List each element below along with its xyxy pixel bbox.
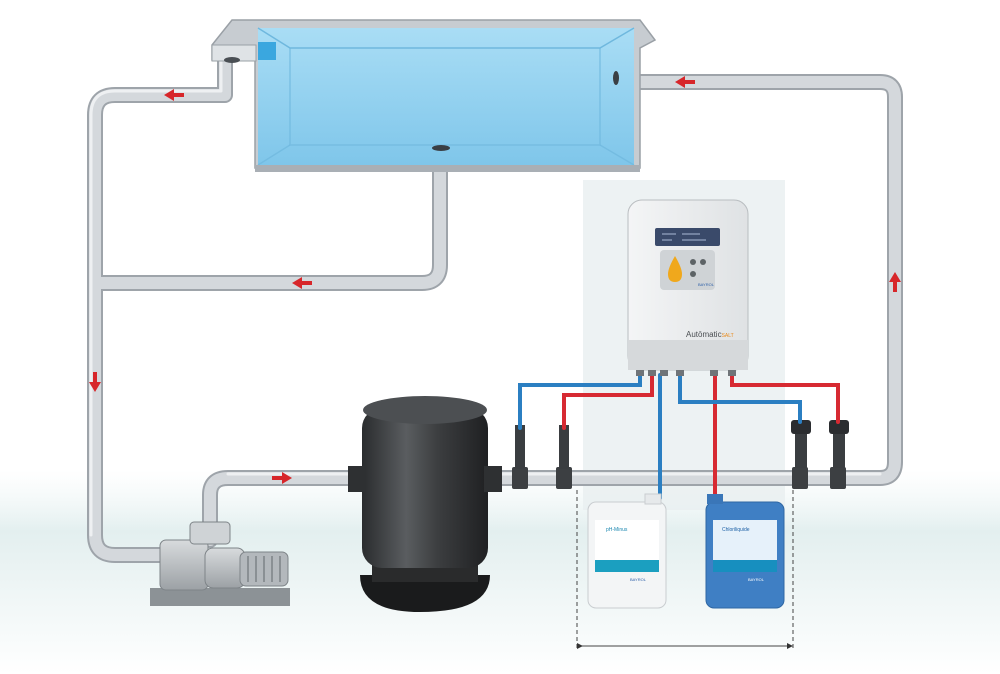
- canister-chloriliquide: Chloriliquide BAYROL: [705, 494, 785, 609]
- skimmer-drain-icon: [224, 57, 240, 63]
- controller-brand-label: AutōmaticSALT: [686, 330, 734, 339]
- controller-brand-suffix: SALT: [722, 333, 734, 339]
- controller-brand-main: Autōmatic: [686, 330, 722, 339]
- red-arrow-icon: [675, 76, 695, 88]
- sensor-probes: [515, 420, 849, 469]
- hoses: [518, 373, 840, 500]
- red-arrow-icon: [889, 272, 901, 292]
- swimming-pool: [211, 19, 657, 172]
- red-arrow-icon: [272, 472, 292, 484]
- canister-ph-minus: pH-Minus BAYROL: [587, 493, 667, 609]
- pipe-fittings: [512, 467, 846, 489]
- canister-right-brand: BAYROL: [748, 577, 765, 582]
- canister-left-name: pH-Minus: [606, 527, 628, 533]
- return-inlet-icon: [613, 71, 619, 85]
- canister-right-name: Chloriliquide: [722, 527, 750, 533]
- red-arrow-icon: [164, 89, 184, 101]
- controller-logo: BAYROL: [698, 282, 715, 287]
- main-drain-icon: [432, 145, 450, 151]
- flow-arrows: [89, 76, 901, 484]
- red-arrow-icon: [89, 372, 101, 392]
- red-arrow-icon: [292, 277, 312, 289]
- pool-pump: [150, 521, 290, 606]
- sand-filter: [348, 396, 502, 612]
- pipe-network: [87, 54, 903, 563]
- canister-left-brand: BAYROL: [630, 577, 647, 582]
- drop-icon: [668, 256, 682, 282]
- salt-controller: BAYROL AutōmaticSALT: [627, 199, 749, 376]
- dimension-marker: [576, 490, 794, 650]
- floor: [0, 470, 1000, 674]
